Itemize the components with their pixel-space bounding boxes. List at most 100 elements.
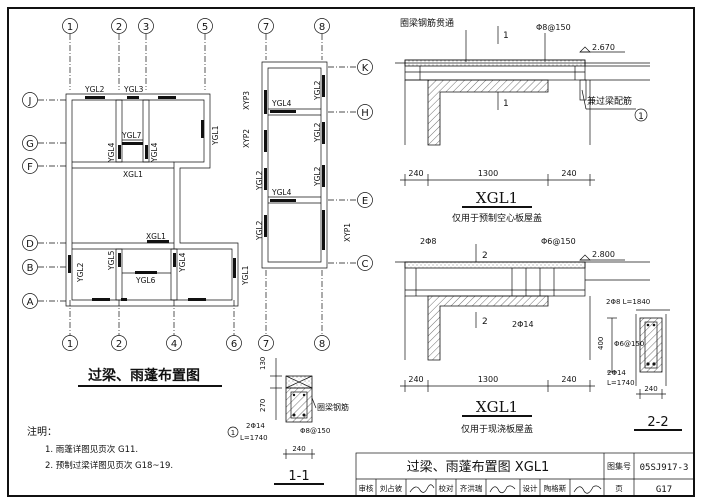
label-ygl5: YGL5: [107, 250, 116, 271]
axis-H: H: [361, 108, 369, 119]
axis-5-top: 5: [202, 22, 208, 33]
label-xyp1: XYP1: [343, 223, 352, 242]
plan-left-interior-walls: [72, 99, 178, 301]
section1-callout: 1: [231, 429, 235, 437]
xgl1-bottom-dim-1: 240: [408, 375, 423, 384]
axis-B: B: [27, 263, 34, 274]
tb-design-signature: [573, 485, 602, 494]
label-ygl1-b: YGL1: [241, 265, 250, 286]
section1-bar: 2Φ14: [246, 422, 265, 430]
note-2: 2. 预制过梁详图见页次 G18~19.: [45, 460, 173, 471]
xgl1-top-level: 2.670: [592, 43, 615, 52]
plan-left-axes-bottom: 1 2 4 6: [62, 300, 242, 351]
xgl1-bottom-dim-2: 1300: [478, 375, 498, 384]
axis-7-top: 7: [263, 22, 269, 33]
xgl1-top-label-b: 兼过梁配筋: [587, 95, 632, 107]
axis-8-top: 8: [319, 22, 325, 33]
atlas-no: 05SJ917-3: [640, 463, 689, 473]
label-ygl7: YGL7: [121, 131, 142, 140]
plan-right: 7 8 7 8 K H E C XYP3: [242, 18, 373, 351]
xgl1-top-dim-2: 1300: [478, 169, 498, 178]
label-ygl4-a-right: YGL4: [271, 99, 292, 108]
xgl1-bottom-section-mark-upper: 2: [482, 251, 488, 261]
label-xgl1-b: XGL1: [146, 232, 166, 241]
xgl1-bottom-elevation: 2Φ8 Φ6@150 2 2.800 2 2Φ14 240 1300 240 X…: [395, 237, 650, 435]
section2-dim-side: 400: [597, 337, 605, 350]
section1-dim-top: 130: [259, 357, 267, 370]
notes: 注明： 1. 雨蓬详图见页次 G11. 2. 预制过梁详图见页次 G18~19.: [27, 425, 173, 471]
label-ygl2-top: YGL2: [84, 85, 105, 94]
axis-F: F: [27, 162, 33, 173]
xgl1-top-rebar: Φ8@150: [536, 23, 571, 32]
plan-left-title: 过梁、雨蓬布置图: [88, 367, 200, 384]
plan-left-axes-top: 1 2 3 5: [62, 18, 213, 90]
axis-7-bottom: 7: [263, 339, 269, 350]
axis-8-bottom: 8: [319, 339, 325, 350]
atlas-label: 图集号: [607, 461, 631, 471]
tb-check-label: 校对: [439, 483, 454, 493]
note-1: 1. 雨蓬详图见页次 G11.: [45, 444, 138, 455]
xgl1-top-callout: 1: [638, 112, 644, 122]
sheet-border: [7, 7, 695, 497]
xgl1-bottom-title: XGL1: [476, 398, 518, 416]
tb-page-no: G17: [656, 485, 672, 495]
label-ygl2-left: YGL2: [76, 262, 85, 283]
title-block-title: 过梁、雨蓬布置图 XGL1: [407, 460, 550, 475]
section1-label: 圈梁钢筋: [317, 402, 349, 412]
label-ygl4-b: YGL4: [150, 142, 159, 163]
tb-review-label: 审核: [359, 483, 374, 493]
axis-4-bottom: 4: [171, 339, 177, 350]
xgl1-bottom-bar-top: 2Φ8: [420, 237, 436, 246]
xgl1-top-dim-1: 240: [408, 169, 423, 178]
label-ygl4-b-right: YGL4: [271, 188, 292, 197]
tb-page-label: 页: [615, 484, 623, 493]
label-ygl6: YGL6: [135, 276, 156, 285]
label-ygl2-b-right: YGL2: [313, 122, 322, 143]
axis-A: A: [27, 297, 34, 308]
label-ygl2-a-right: YGL2: [313, 80, 322, 101]
section1-bar-len: L=1740: [240, 434, 268, 442]
xgl1-top-label-a: 圈梁钢筋贯通: [400, 17, 454, 29]
label-xgl1: XGL1: [123, 170, 143, 179]
section2-bar: 2Φ14: [607, 369, 626, 377]
section2-dim-bottom: 240: [644, 385, 657, 393]
xgl1-bottom-bar-bottom: 2Φ14: [512, 320, 534, 329]
section1-dim-mid: 270: [259, 399, 267, 412]
label-xyp3: XYP3: [242, 91, 251, 110]
axis-E: E: [362, 196, 368, 207]
axis-2-bottom: 2: [116, 339, 122, 350]
section1-stirrup: Φ8@150: [300, 427, 330, 435]
xgl1-top-note: 仅用于预制空心板屋盖: [452, 212, 542, 224]
axis-D: D: [26, 239, 34, 250]
tb-check-name: 齐洪瑞: [460, 483, 483, 493]
tb-review-name: 刘占彼: [380, 483, 403, 493]
xgl1-bottom-dim-3: 240: [561, 375, 576, 384]
xgl1-top-section-mark-lower: 1: [503, 99, 509, 109]
label-ygl4-a: YGL4: [107, 142, 116, 163]
plan-left: 1 2 3 5 1 2 4 6 J G F D B A: [22, 18, 250, 387]
xgl1-bottom-rebar: Φ6@150: [541, 237, 576, 246]
plan-left-lintels: [68, 96, 236, 301]
section1-dim-bottom: 240: [292, 445, 305, 453]
section-2-2: 2Φ8 L=1840 400 Φ6@150 2Φ14 L=1740 240 2-…: [597, 298, 682, 431]
tb-design-name: 陶格斯: [544, 483, 567, 493]
section2-stirrup: Φ6@150: [614, 340, 644, 348]
title-block: 过梁、雨蓬布置图 XGL1 图集号 05SJ917-3 审核 刘占彼 校对 齐洪…: [355, 452, 695, 497]
section1-title: 1-1: [288, 469, 309, 484]
section2-bar-top: 2Φ8 L=1840: [606, 298, 650, 306]
section2-bar-len: L=1740: [607, 379, 635, 387]
notes-heading: 注明：: [27, 425, 57, 438]
xgl1-top-title: XGL1: [476, 189, 518, 207]
axis-2-top: 2: [116, 22, 122, 33]
plan-left-outline: [65, 93, 239, 307]
tb-review-signature: [409, 484, 435, 493]
xgl1-bottom-level: 2.800: [592, 250, 615, 259]
axis-1-bottom: 1: [67, 339, 73, 350]
label-ygl4-c: YGL4: [178, 252, 187, 273]
axis-G: G: [26, 139, 34, 150]
plan-left-axes-side: J G F D B A: [22, 92, 66, 309]
axis-3-top: 3: [143, 22, 149, 33]
axis-J: J: [28, 96, 32, 107]
